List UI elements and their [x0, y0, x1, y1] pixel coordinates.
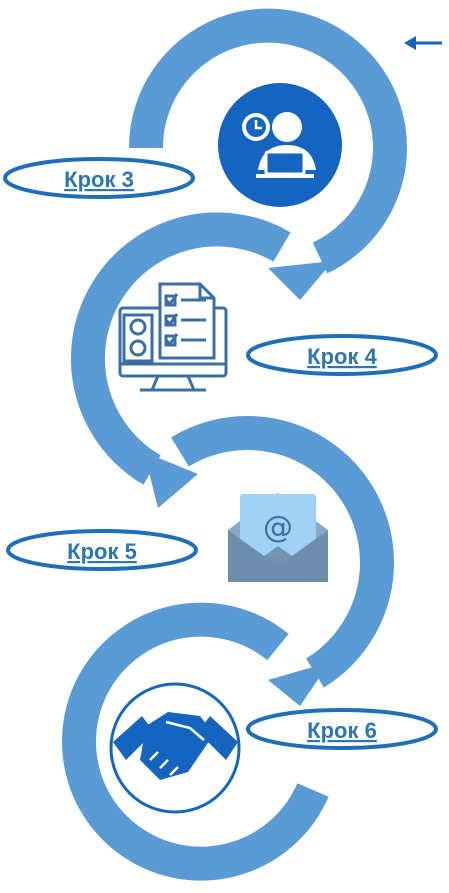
back-arrow-icon[interactable]: [404, 36, 442, 50]
flow-arrowhead-2: [144, 452, 198, 508]
flow-arrowhead-3: [268, 662, 330, 706]
flow-arrowhead-1: [268, 261, 333, 300]
flow-arc-step-5: [171, 416, 394, 688]
step-5-label: Крок 5: [67, 539, 137, 564]
step-6-badge: Крок 6: [246, 708, 438, 750]
user-clock-icon: [218, 83, 342, 207]
flow-arc-step-6: [62, 602, 329, 881]
step-3-badge: Крок 3: [3, 157, 195, 199]
step-5-badge: Крок 5: [6, 529, 198, 571]
step-4-badge: Крок 4: [246, 334, 438, 376]
flow-arc-step-4: [70, 212, 291, 485]
checklist-monitor-icon: [118, 282, 228, 392]
step-3-label: Крок 3: [64, 167, 134, 192]
flow-arc-step-3: [128, 8, 407, 274]
step-6-label: Крок 6: [307, 718, 377, 743]
handshake-icon: [109, 682, 241, 814]
step-4-label: Крок 4: [307, 344, 377, 369]
email-envelope-icon: @: [228, 493, 328, 582]
svg-text:@: @: [263, 510, 293, 545]
